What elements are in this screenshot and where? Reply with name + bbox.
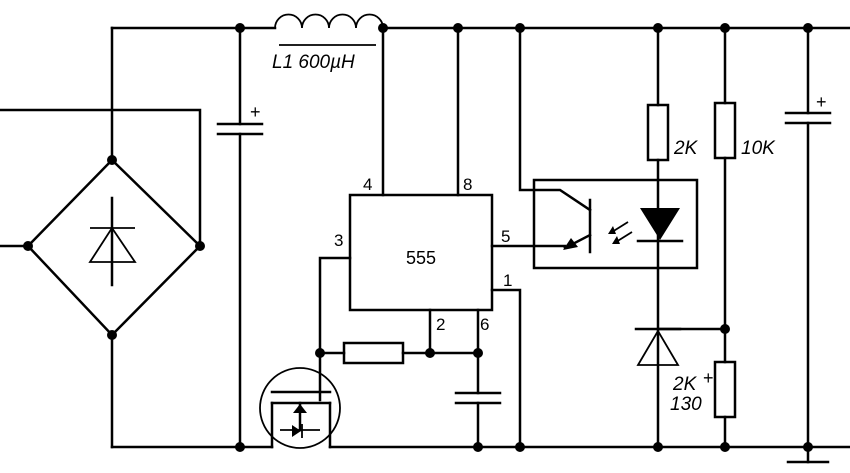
- junction-dot: [473, 348, 483, 358]
- junction-dot: [23, 241, 33, 251]
- inductor-l1: L1 600µH: [272, 13, 384, 73]
- cap2-plus-sign: +: [816, 92, 827, 112]
- optocoupler: [532, 178, 699, 270]
- junction-dot: [378, 23, 388, 33]
- light-ray-2: [615, 231, 633, 243]
- junction-dot: [107, 155, 117, 165]
- junction-dot: [803, 442, 813, 452]
- pin-1-label: 1: [503, 271, 512, 290]
- inductor-coil: [274, 13, 384, 29]
- mosfet-circle: [259, 367, 341, 449]
- junction-dot: [653, 23, 663, 33]
- resistor-timing: [342, 341, 405, 365]
- junction-dot: [720, 23, 730, 33]
- junction-dot: [195, 241, 205, 251]
- junction-dot: [473, 442, 483, 452]
- junction-dot: [720, 442, 730, 452]
- wire-opto-collector: [518, 26, 592, 212]
- wire-ac-input-1: [0, 108, 202, 248]
- mosfet-body-diode: [292, 425, 301, 437]
- pin-8-label: 8: [463, 175, 472, 194]
- bridge-diode-triangle: [88, 226, 137, 263]
- resistor-bottom-label-top: 2K: [672, 374, 698, 395]
- ic-555: 555 4 8 3 5 1 2 6: [334, 175, 512, 334]
- resistors: 2K 10K 2K + 130: [342, 101, 776, 419]
- cap1-plus-sign: +: [250, 102, 261, 122]
- junction-dot: [235, 23, 245, 33]
- mosfet: [259, 367, 341, 449]
- junction-dot: [315, 348, 325, 358]
- ic-555-label: 555: [406, 248, 436, 268]
- resistor-2k-label: 2K: [673, 138, 699, 159]
- light-ray-arrow-2: [612, 236, 620, 244]
- light-ray-arrow-1: [608, 226, 616, 234]
- zener-triangle: [636, 329, 680, 366]
- bridge-rectifier: [26, 158, 202, 337]
- pin-4-label: 4: [363, 175, 372, 194]
- ic-555-body: [348, 193, 494, 312]
- resistor-bottom-label-bottom: 130: [670, 394, 702, 415]
- output-capacitor: +: [784, 92, 832, 125]
- junctions: [23, 23, 813, 452]
- resistor-2k: [646, 103, 670, 162]
- resistor-bottom-plus: +: [703, 368, 714, 388]
- pin-6-label: 6: [480, 315, 489, 334]
- junction-dot: [720, 324, 730, 334]
- bridge-diamond: [26, 158, 202, 337]
- wire-pin1: [490, 288, 522, 449]
- optocoupler-box: [532, 178, 699, 270]
- junction-dot: [235, 442, 245, 452]
- junction-dot: [515, 442, 525, 452]
- resistor-bottom: [713, 360, 737, 419]
- junction-dot: [803, 23, 813, 33]
- inductor-label: L1 600µH: [272, 52, 355, 73]
- junction-dot: [107, 330, 117, 340]
- junction-dot: [653, 442, 663, 452]
- wire-pin3: [318, 256, 352, 402]
- pin-2-label: 2: [436, 315, 445, 334]
- wiring: [0, 26, 850, 464]
- junction-dot: [453, 23, 463, 33]
- junction-dot: [425, 348, 435, 358]
- led-triangle: [640, 208, 680, 240]
- timing-capacitor: [454, 391, 502, 405]
- phototransistor-arrow: [563, 238, 578, 250]
- mosfet-arrow: [293, 404, 307, 413]
- pin-5-label: 5: [501, 227, 510, 246]
- light-ray-1: [611, 221, 629, 233]
- junction-dot: [515, 23, 525, 33]
- resistor-10k-label: 10K: [741, 138, 776, 159]
- resistor-10k: [713, 101, 737, 160]
- input-capacitor: +: [216, 102, 264, 136]
- pin-3-label: 3: [334, 231, 343, 250]
- zener-diode: [634, 327, 682, 366]
